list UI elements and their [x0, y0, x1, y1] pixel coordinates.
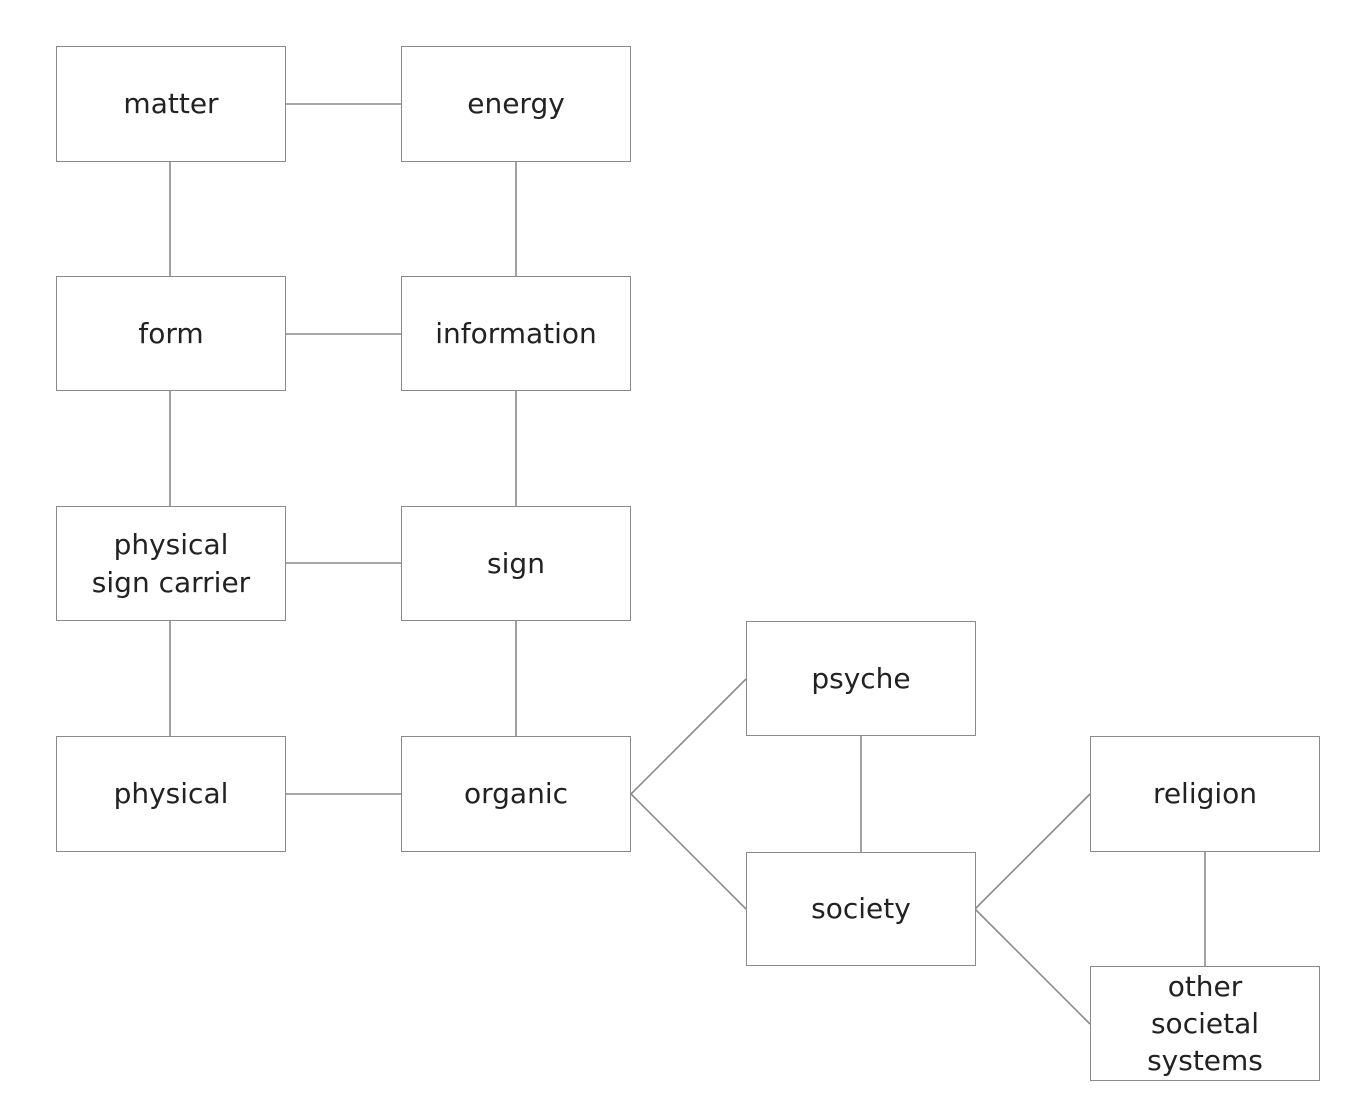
node-physical: physical	[56, 736, 286, 852]
node-religion: religion	[1090, 736, 1320, 852]
node-matter: matter	[56, 46, 286, 162]
connector-society-religion	[974, 793, 1091, 910]
connector-society-other-societal-systems	[974, 908, 1091, 1025]
node-physical-sign-carrier: physical sign carrier	[56, 506, 286, 621]
node-psyche: psyche	[746, 621, 976, 736]
node-form: form	[56, 276, 286, 391]
node-sign: sign	[401, 506, 631, 621]
connector-organic-psyche	[630, 678, 747, 795]
node-information: information	[401, 276, 631, 391]
node-society: society	[746, 852, 976, 966]
node-organic: organic	[401, 736, 631, 852]
node-other-societal-systems: other societal systems	[1090, 966, 1320, 1081]
connector-organic-society	[630, 793, 747, 910]
node-energy: energy	[401, 46, 631, 162]
